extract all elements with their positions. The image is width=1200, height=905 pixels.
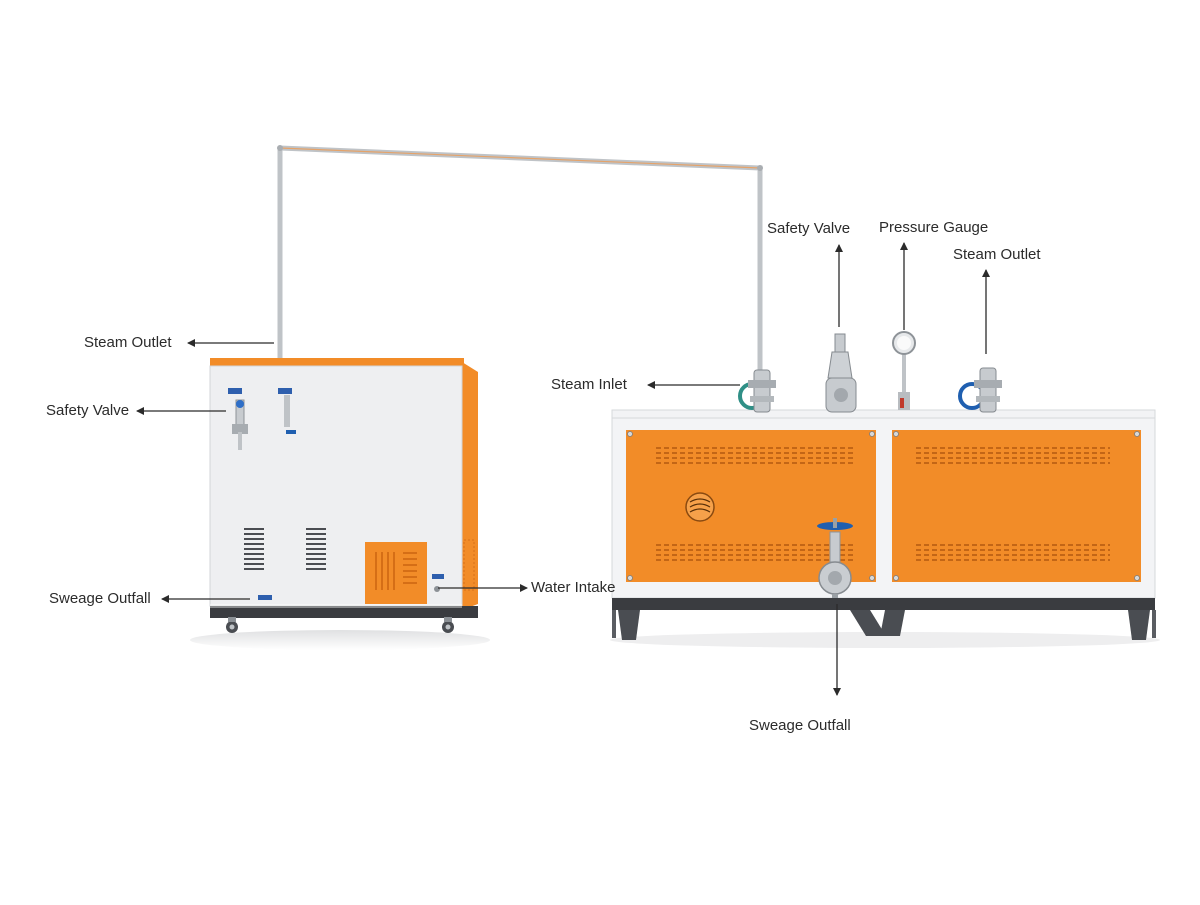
callout-right-safety-valve: Safety Valve: [767, 220, 851, 237]
gauge-icon: [892, 331, 916, 410]
handwheel-icon: [958, 367, 1002, 413]
fan-vent-icon: [685, 492, 715, 522]
callout-left-safety-valve: Safety Valve: [46, 402, 130, 419]
safety-valve-right: [825, 333, 857, 413]
callout-left-sweage-outfall: Sweage Outfall: [49, 590, 151, 607]
left-boiler-unit: [190, 358, 490, 650]
steam-inlet-valve: [738, 369, 776, 413]
callout-right-sweage-outfall: Sweage Outfall: [749, 717, 851, 734]
callout-right-steam-outlet: Steam Outlet: [953, 246, 1041, 263]
callout-pressure-gauge: Pressure Gauge: [879, 219, 989, 236]
drain-valve: [817, 518, 853, 604]
callout-water-intake: Water Intake: [531, 579, 616, 596]
right-boiler-unit: [610, 331, 1160, 648]
callout-left-steam-outlet: Steam Outlet: [84, 334, 172, 351]
callout-steam-inlet: Steam Inlet: [551, 376, 627, 393]
